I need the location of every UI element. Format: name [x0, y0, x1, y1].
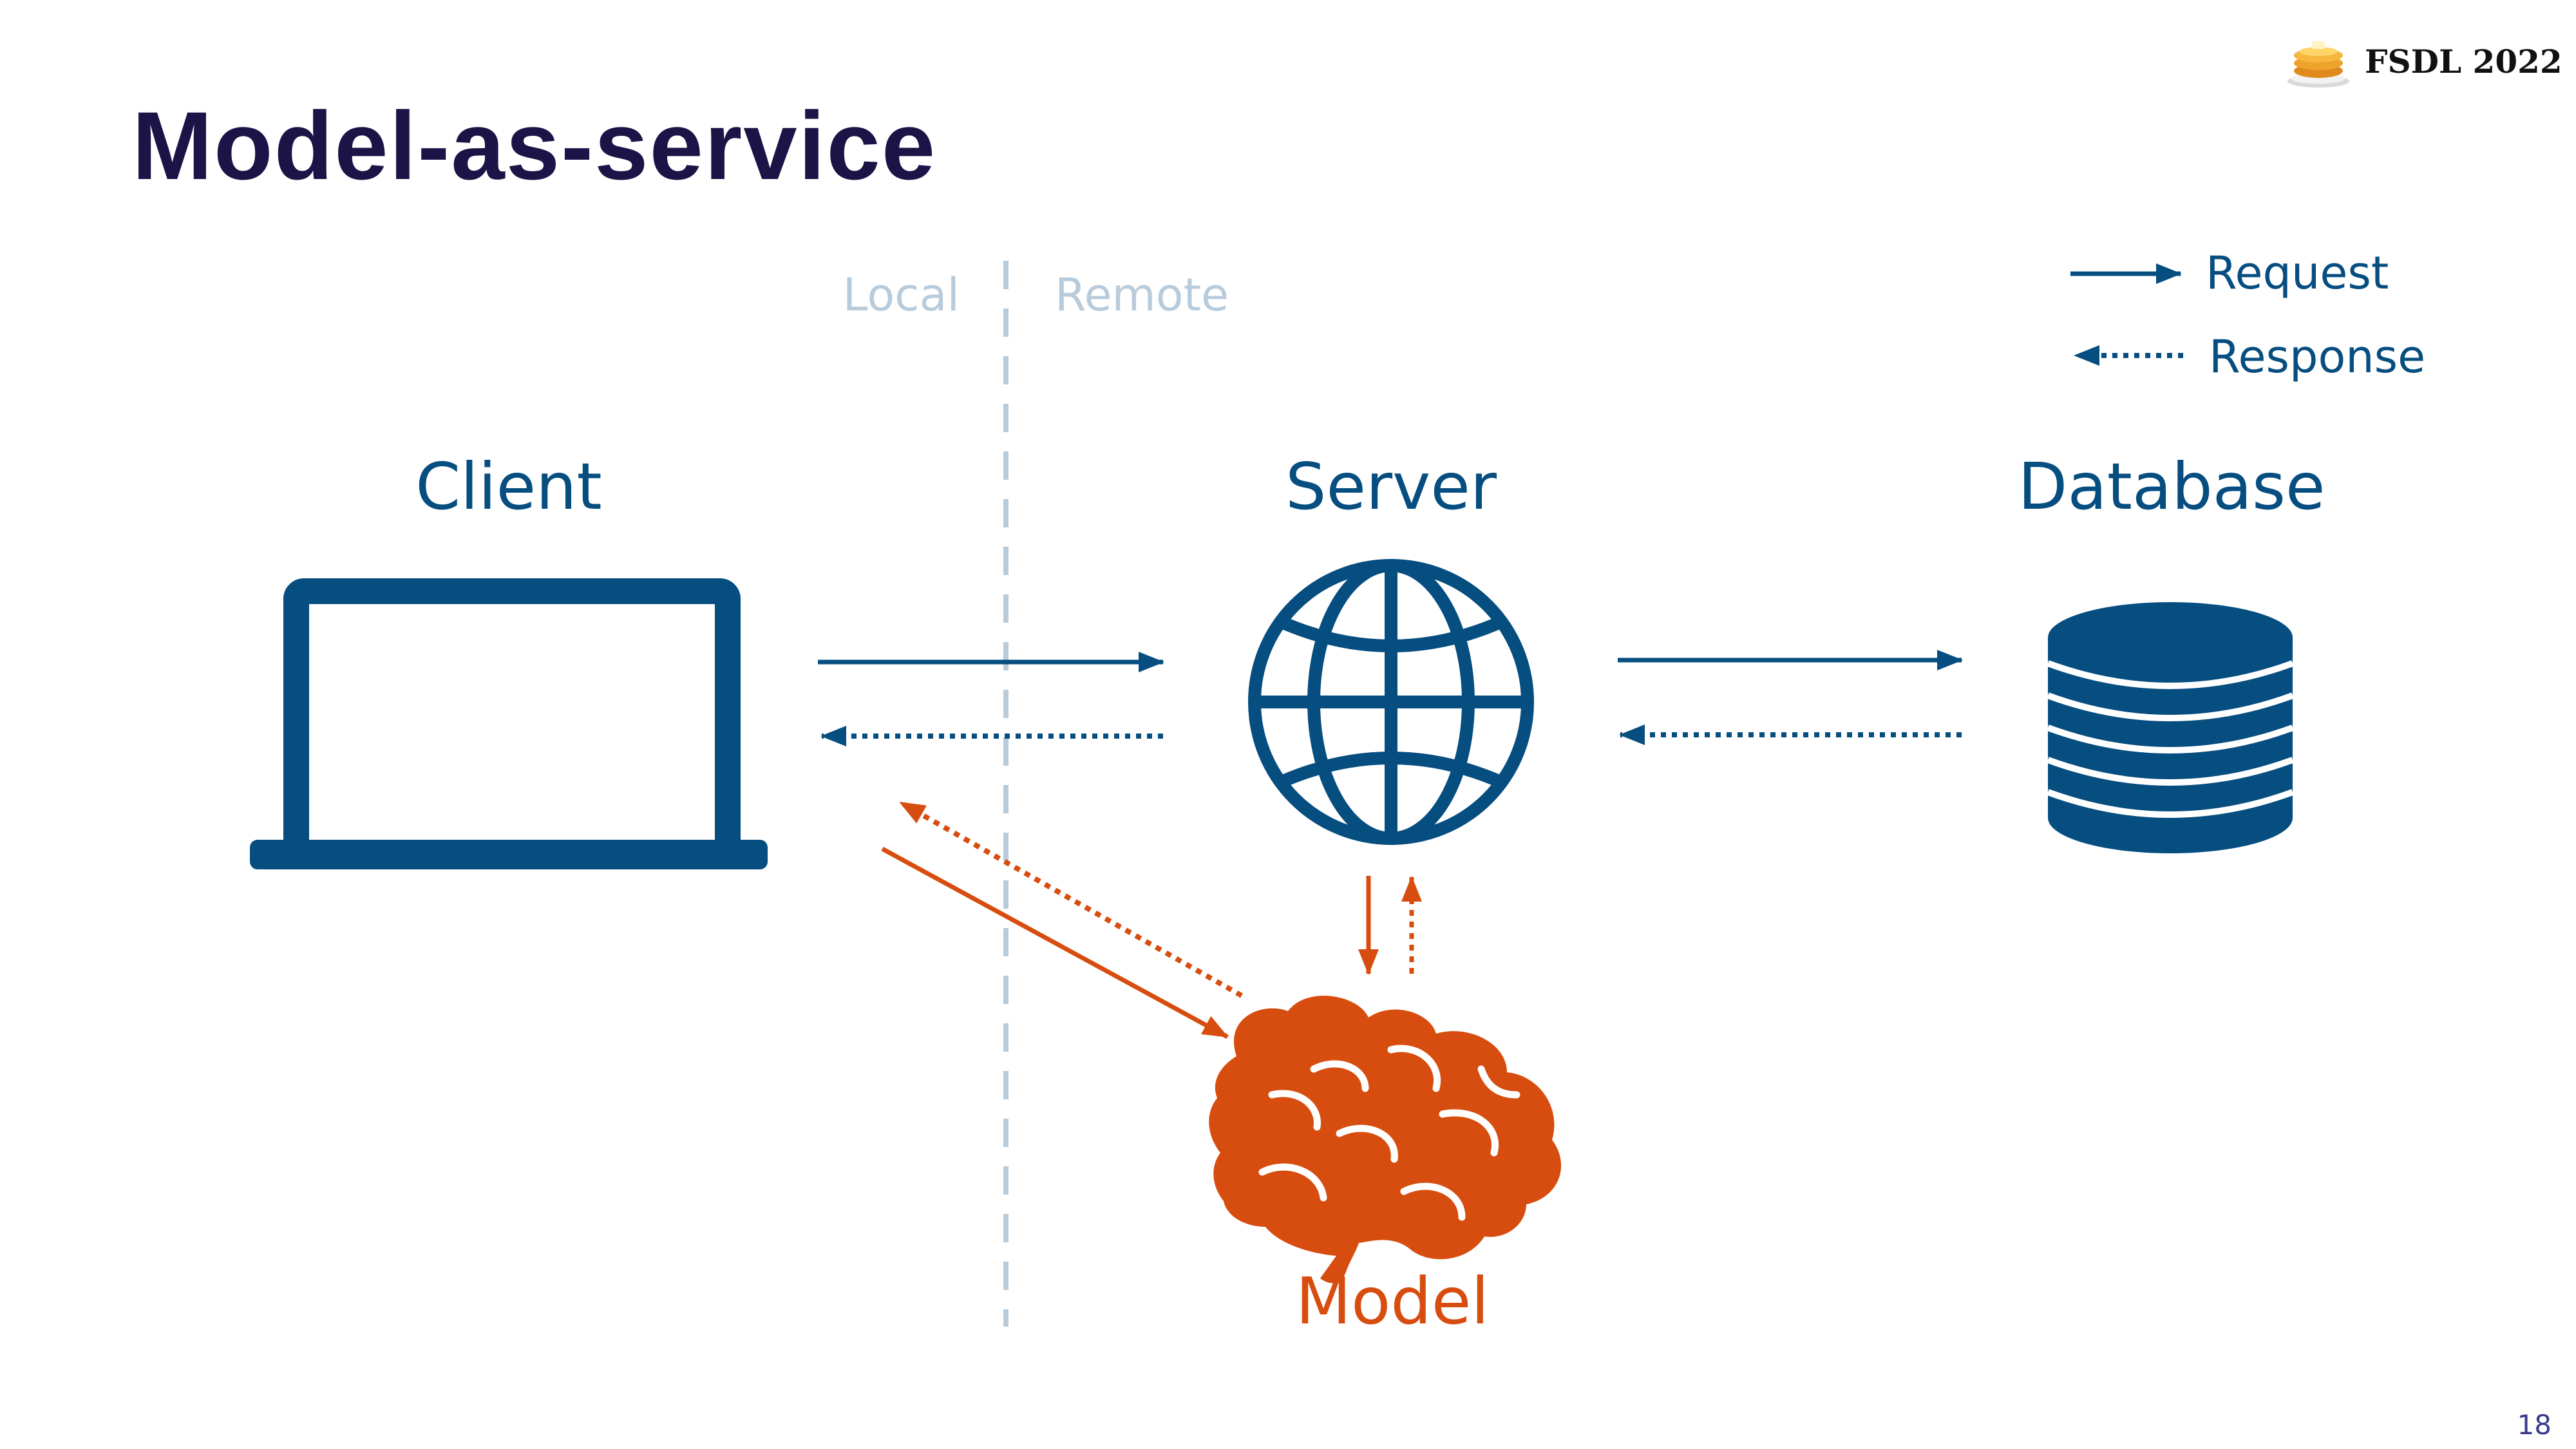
local-zone-label: Local: [843, 269, 960, 321]
legend: Request Response: [2070, 247, 2425, 383]
brand-logo: FSDL 2022: [2286, 32, 2562, 90]
brand-label: FSDL 2022: [2365, 42, 2562, 80]
brain-icon: [1209, 996, 1562, 1283]
pancake-icon: [2287, 41, 2349, 88]
server-label: Server: [1285, 449, 1497, 524]
globe-icon: [1248, 559, 1534, 845]
model-client-response-arrow: [899, 800, 1243, 998]
laptop-icon: [250, 578, 768, 869]
legend-request-label: Request: [2206, 247, 2389, 299]
database-icon: [2047, 602, 2294, 853]
legend-response-label: Response: [2209, 330, 2425, 383]
remote-zone-label: Remote: [1055, 269, 1229, 321]
slide-title: Model-as-service: [132, 91, 937, 200]
client-label: Client: [415, 449, 602, 524]
page-number: 18: [2517, 1409, 2552, 1441]
client-model-request-arrow: [881, 846, 1229, 1039]
database-label: Database: [2018, 449, 2325, 524]
